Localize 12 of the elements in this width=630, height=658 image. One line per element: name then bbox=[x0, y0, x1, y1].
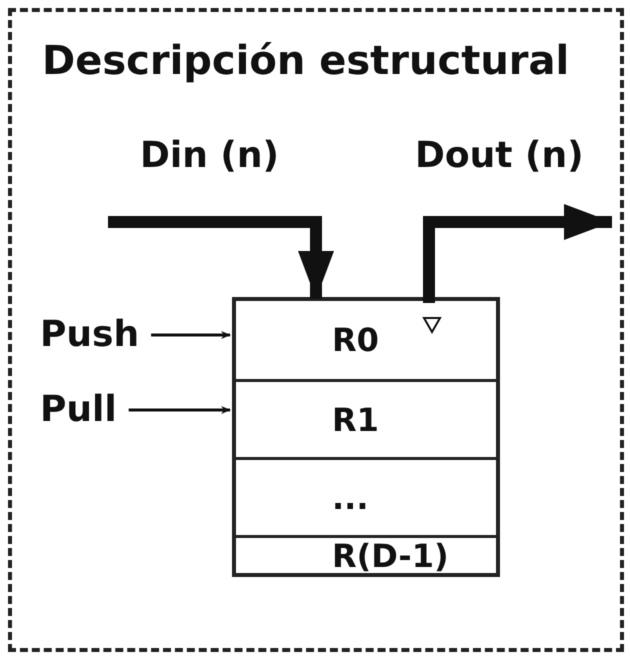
register-cell: R0 bbox=[236, 301, 496, 379]
signal-label: Push bbox=[40, 310, 140, 360]
register-cell: ... bbox=[236, 457, 496, 535]
stack-box bbox=[232, 297, 500, 577]
register-cell: R1 bbox=[236, 379, 496, 457]
arrow bbox=[151, 331, 231, 339]
arrow bbox=[423, 204, 612, 303]
signal-label: Pull bbox=[40, 385, 117, 435]
arrow bbox=[128, 406, 231, 414]
arrow bbox=[108, 216, 334, 299]
register-cell: R(D-1) bbox=[236, 535, 496, 573]
title: Descripción estructural bbox=[42, 38, 570, 84]
